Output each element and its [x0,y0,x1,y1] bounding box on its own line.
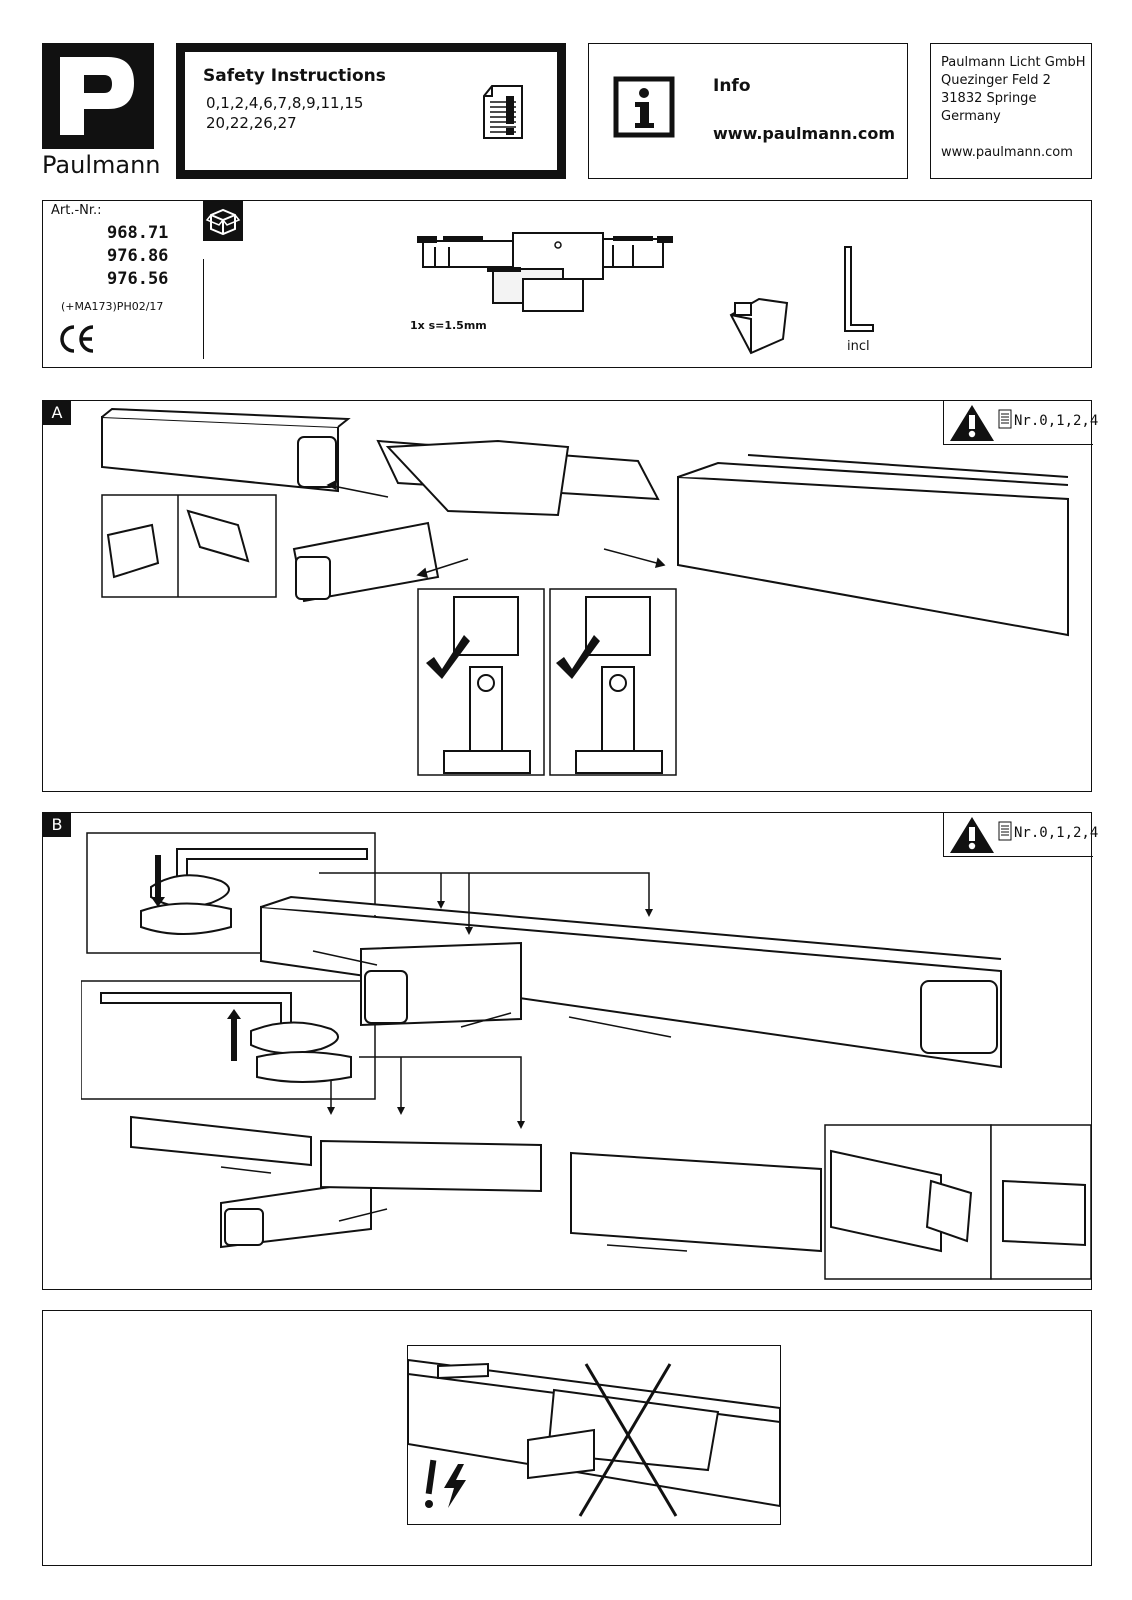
section-b-warning: Nr.0,1,2,4 [943,813,1098,857]
info-box: Info www.paulmann.com [588,43,908,179]
t-connector-illustration [413,219,743,329]
checkmark-icon [426,635,600,679]
company-name: Paulmann Licht GmbH [941,55,1086,70]
section-a-letter: A [43,401,71,425]
parts-panel: Art.-Nr.: 968.71 976.86 976.56 (+MA173)P… [42,200,1092,368]
section-b-letter: B [43,813,71,837]
country: Germany [941,109,1001,124]
warning-triangle-icon [948,815,996,855]
warning-ref: Nr.0,1,2,4 [1014,413,1099,429]
end-cap-illustration [721,291,791,357]
hex-key-icon [841,245,877,337]
warning-triangle-icon [948,403,996,443]
logo-block [42,43,154,149]
bottom-warning-panel [42,1310,1092,1566]
document-warning-icon [482,84,524,140]
article-label: Art.-Nr.: [51,203,102,218]
ce-mark [57,323,97,355]
document-warning-icon [998,409,1012,429]
article-number-1: 968.71 [107,223,169,243]
safety-instructions-box: Safety Instructions 0,1,2,4,6,7,8,9,11,1… [176,43,566,179]
electric-hazard-icon [422,1458,478,1512]
box-icon [203,201,243,241]
web-address[interactable]: www.paulmann.com [941,145,1073,160]
section-a-warning: Nr.0,1,2,4 [943,401,1098,445]
safety-title: Safety Instructions [203,66,386,86]
safety-numbers-2: 20,22,26,27 [206,114,297,132]
tool-note: 1x s=1.5mm [410,319,487,332]
info-label: Info [713,76,751,96]
track-assembly-illustration-b [81,831,1091,1289]
safety-numbers-1: 0,1,2,4,6,7,8,9,11,15 [206,94,364,112]
track-assembly-illustration-a [98,407,1098,787]
street: Quezinger Feld 2 [941,73,1051,88]
info-url[interactable]: www.paulmann.com [713,124,895,143]
warning-ref: Nr.0,1,2,4 [1014,825,1099,841]
document-warning-icon [998,821,1012,841]
article-code: (+MA173)PH02/17 [61,300,164,313]
article-number-2: 976.86 [107,246,169,266]
divider [203,259,204,359]
incl-label: incl [847,339,870,354]
info-icon [613,76,675,138]
section-a: A Nr.0,1,2,4 [42,400,1098,792]
brand-name: Paulmann [42,151,161,179]
city: 31832 Springe [941,91,1037,106]
paulmann-logo: Paulmann [42,43,161,179]
address-box: Paulmann Licht GmbH Quezinger Feld 2 318… [930,43,1092,179]
do-not-illustration [407,1345,781,1525]
section-b: B Nr.0,1,2,4 [42,812,1098,1290]
article-number-3: 976.56 [107,269,169,289]
